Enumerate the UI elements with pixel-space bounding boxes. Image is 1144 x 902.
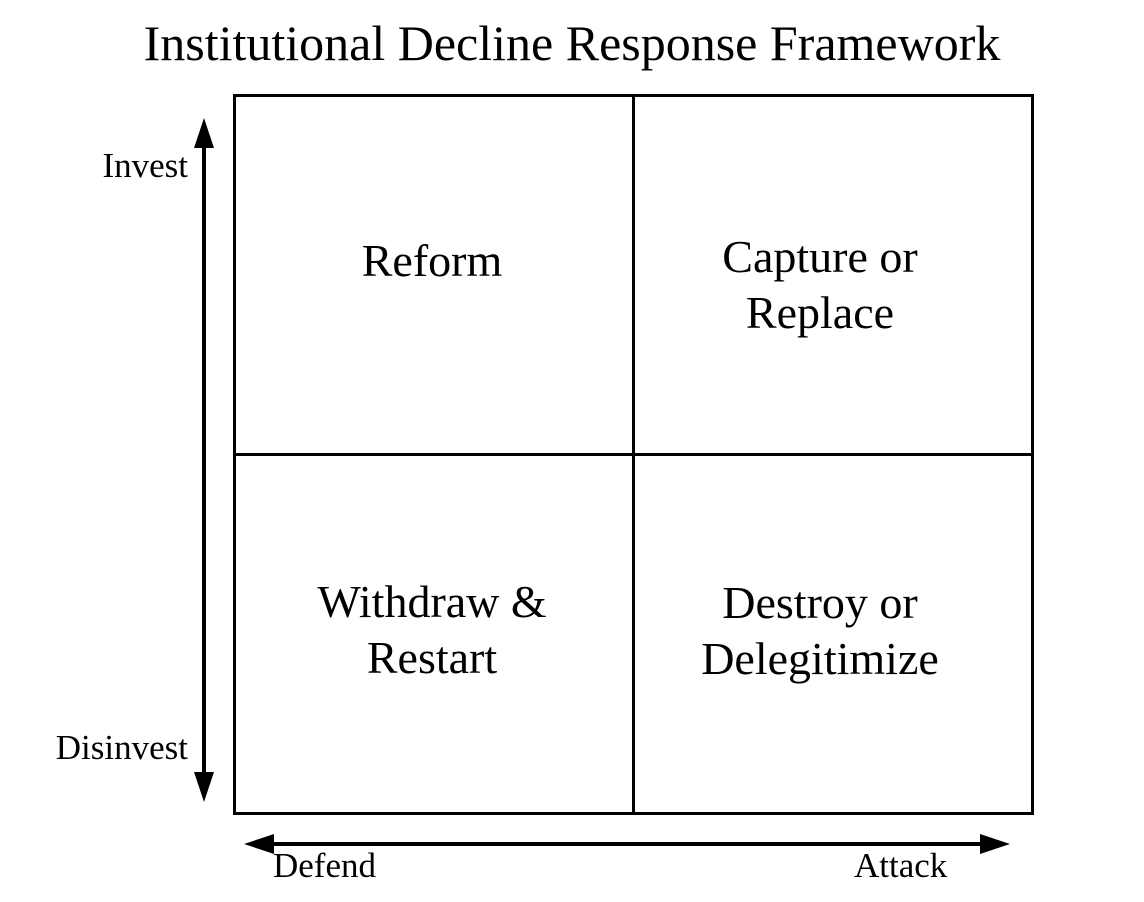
x-axis-right-label: Attack <box>854 846 948 885</box>
quadrant-label-bottom-right: Destroy or Delegitimize <box>701 577 939 684</box>
quadrant-label-top-left: Reform <box>361 235 503 286</box>
y-axis-bottom-label: Disinvest <box>55 728 188 767</box>
x-axis-double-arrow-icon <box>244 834 1010 854</box>
quadrant-matrix: Reform Capture or Replace Withdraw & Res… <box>233 94 1034 815</box>
quadrant-label-bottom-left: Withdraw & Restart <box>317 576 547 683</box>
y-axis-double-arrow-icon <box>194 118 214 802</box>
x-axis-left-label: Defend <box>273 846 377 885</box>
quadrant-label-top-right: Capture or Replace <box>722 231 918 338</box>
diagram-title: Institutional Decline Response Framework <box>143 15 1001 71</box>
horizontal-divider-line <box>236 453 1031 456</box>
y-axis-top-label: Invest <box>102 146 188 185</box>
